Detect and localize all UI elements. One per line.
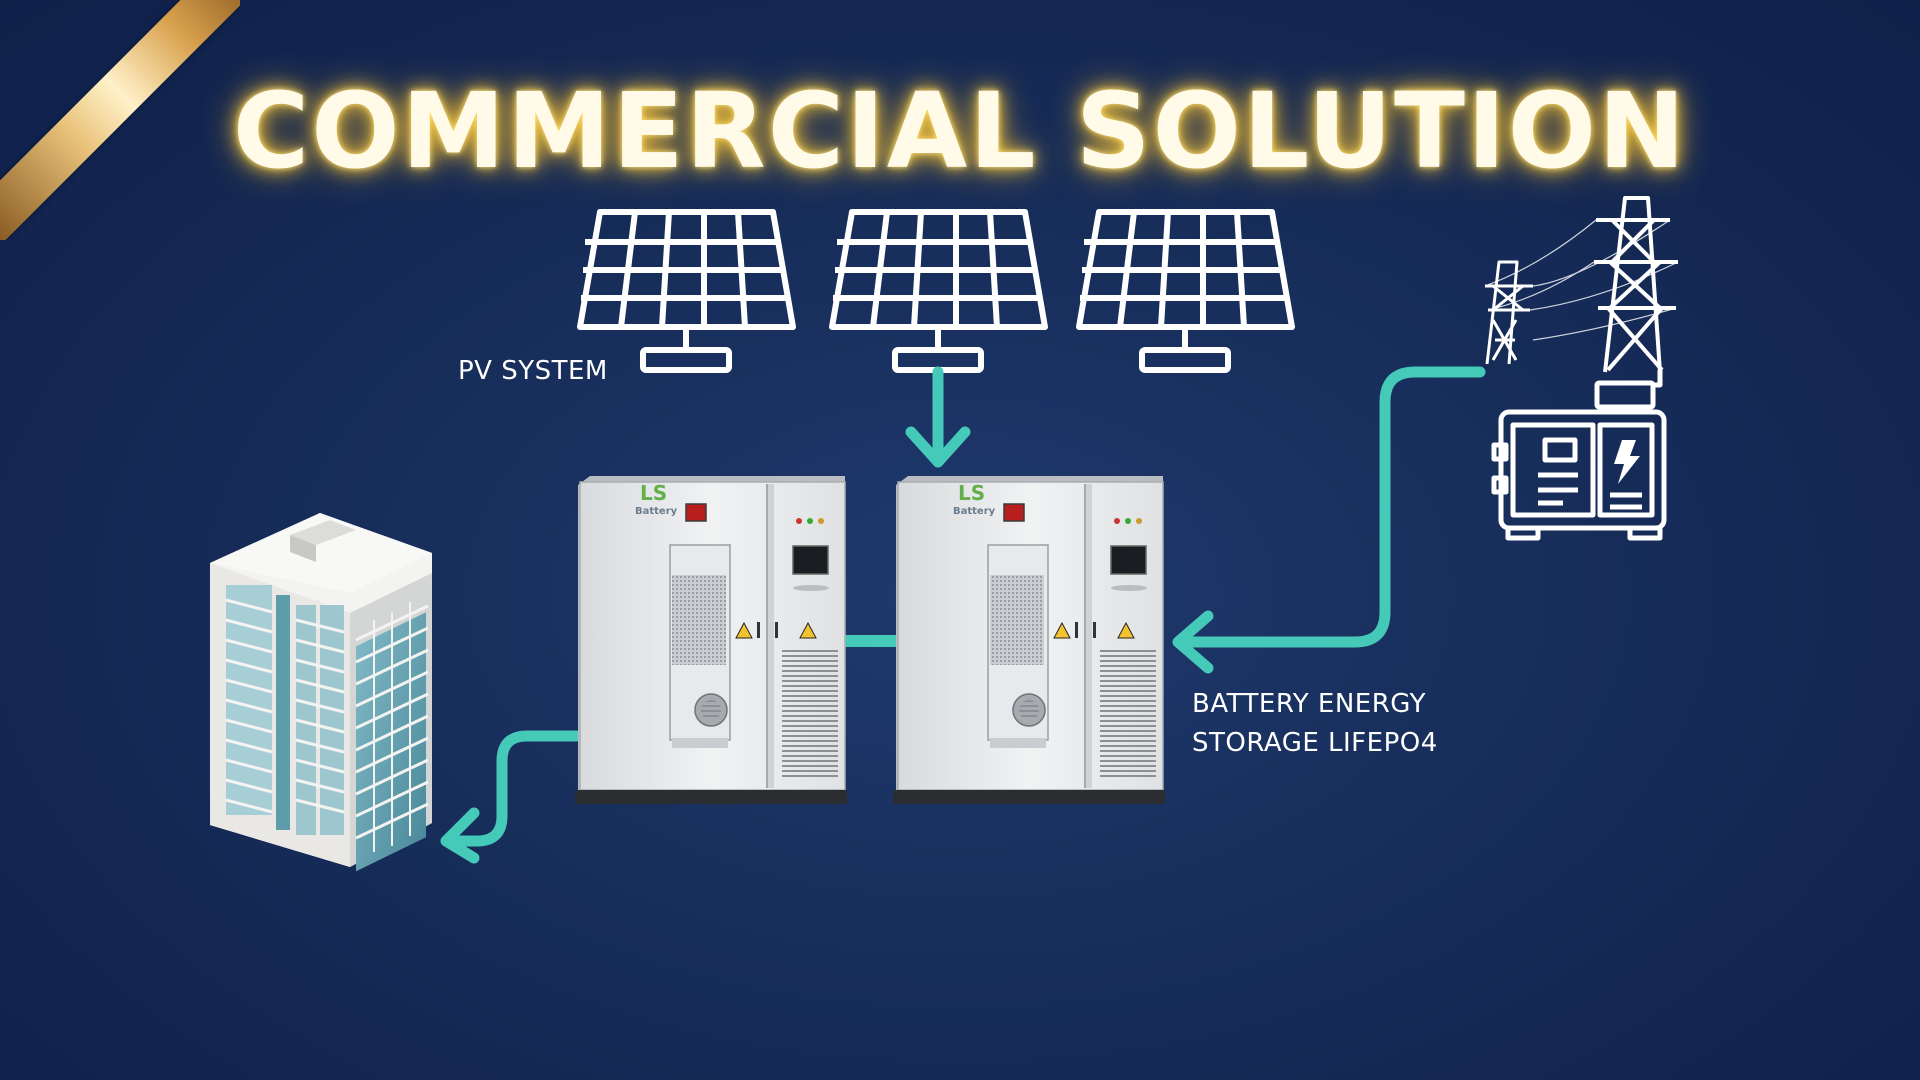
generator-icon bbox=[1491, 370, 1667, 541]
power-lines bbox=[1484, 219, 1679, 341]
solar-panel-icon bbox=[1076, 209, 1295, 373]
transmission-tower-icon bbox=[1594, 196, 1678, 373]
bess-label: BATTERY ENERGY STORAGE LIFEPO4 bbox=[1192, 685, 1438, 763]
cabinet-brand-name: Battery bbox=[953, 506, 996, 517]
building-window-grid bbox=[225, 598, 429, 852]
solar-panel-icon bbox=[577, 209, 796, 373]
cabinet-brand-logo: LS bbox=[958, 481, 985, 505]
battery-link-connector bbox=[845, 635, 897, 647]
lightning-bolt-icon bbox=[1614, 440, 1640, 484]
solar-panel-icon bbox=[829, 209, 1048, 373]
bess-label-line2: STORAGE LIFEPO4 bbox=[1192, 728, 1438, 758]
pv-system-label: PV SYSTEM bbox=[458, 356, 608, 386]
battery-cabinet: LS Battery bbox=[893, 476, 1165, 804]
cabinet-brand-name: Battery bbox=[635, 506, 678, 517]
bess-label-line1: BATTERY ENERGY bbox=[1192, 689, 1426, 719]
transmission-tower-icon bbox=[1485, 260, 1533, 365]
battery-to-building-arrow bbox=[440, 730, 582, 864]
cabinet-brand-logo: LS bbox=[640, 481, 667, 505]
grid-to-battery-arrow bbox=[1172, 366, 1486, 674]
pv-to-battery-arrow bbox=[905, 366, 971, 468]
page-title: COMMERCIAL SOLUTION bbox=[232, 70, 1688, 192]
battery-cabinet: LS Battery bbox=[575, 476, 847, 804]
